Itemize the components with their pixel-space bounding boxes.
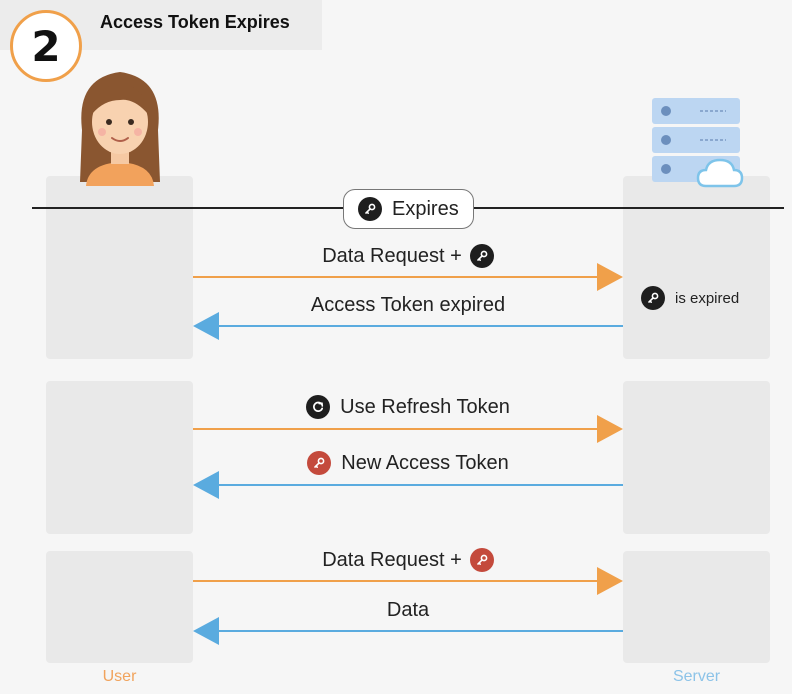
key-icon (641, 286, 665, 310)
response-arrow-3 (218, 630, 623, 632)
data-response-message: Data (193, 597, 623, 623)
response-arrow-2 (218, 484, 623, 486)
key-icon (469, 244, 494, 268)
request-arrow-3 (193, 580, 599, 582)
response-arrow-head-2 (193, 471, 219, 499)
response-arrow-1 (218, 325, 623, 327)
key-icon (469, 548, 494, 572)
expires-label: Expires (392, 197, 459, 220)
request-arrow-head-2 (597, 415, 623, 443)
use-refresh-token-message: Use Refresh Token (193, 394, 623, 420)
request-arrow-2 (193, 428, 599, 430)
diagram-title: Access Token Expires (100, 12, 290, 32)
data-response-label: Data (386, 598, 430, 621)
new-access-token-message: New Access Token (193, 450, 623, 476)
request-arrow-head-3 (597, 567, 623, 595)
server-lane-box-1 (623, 176, 770, 359)
response-arrow-head-1 (193, 312, 219, 340)
token-expired-message: Access Token expired (193, 292, 623, 318)
token-expired-label: Access Token expired (310, 293, 506, 316)
request-arrow-1 (193, 276, 599, 278)
user-lane-box-2 (46, 381, 193, 534)
use-refresh-token-label: Use Refresh Token (340, 395, 510, 418)
is-expired-label: is expired (675, 289, 740, 307)
expires-label-box: Expires (343, 189, 474, 229)
refresh-icon (306, 395, 331, 419)
data-request-label-1: Data Request + (322, 244, 462, 267)
key-icon (307, 451, 332, 475)
token-expired-note: is expired (641, 286, 739, 310)
new-access-token-label: New Access Token (341, 451, 509, 474)
user-avatar (80, 72, 160, 186)
server-lane-label: Server (672, 668, 721, 685)
data-request-message-2: Data Request + (193, 547, 623, 573)
server-lane-box-3 (623, 551, 770, 663)
user-lane-label: User (102, 668, 137, 685)
server-cloud-icon (652, 98, 744, 188)
step-number-badge: 2 (10, 10, 82, 82)
response-arrow-head-3 (193, 617, 219, 645)
data-request-label-2: Data Request + (322, 548, 462, 571)
key-icon (358, 197, 382, 221)
user-lane-box-3 (46, 551, 193, 663)
user-lane-box-1 (46, 176, 193, 359)
server-lane-box-2 (623, 381, 770, 534)
request-arrow-head-1 (597, 263, 623, 291)
data-request-message-1: Data Request + (193, 243, 623, 269)
